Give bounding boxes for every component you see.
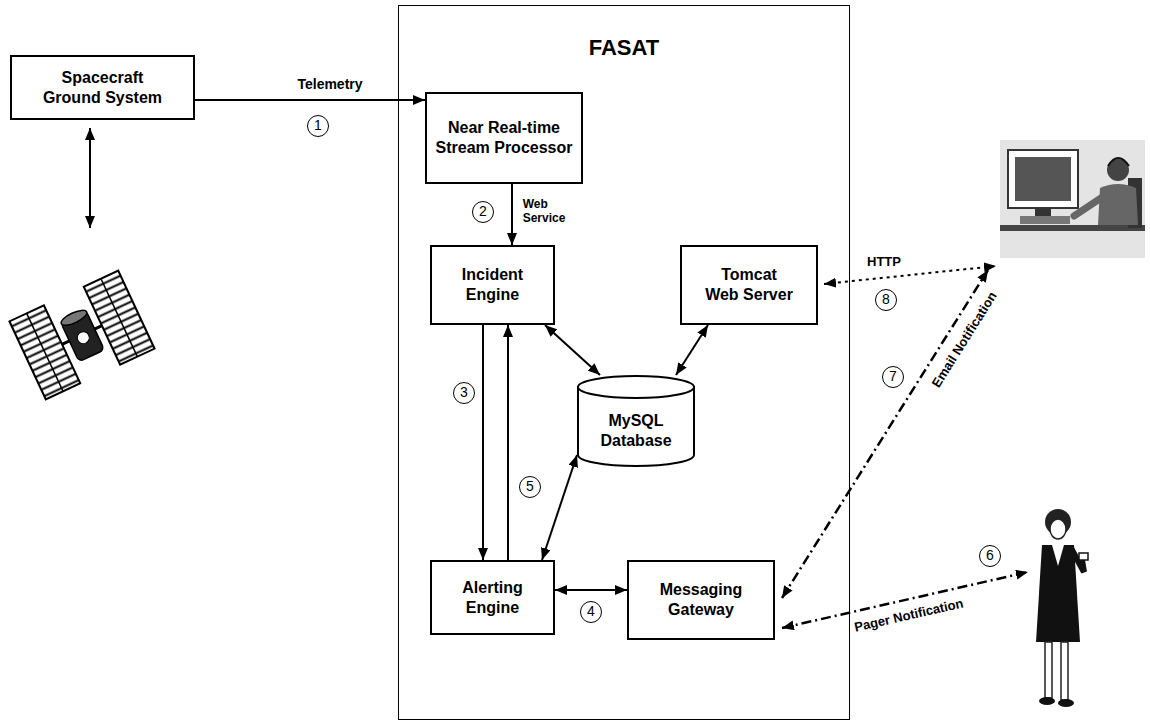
system-boundary: FASAT Near Real-time Stream ProcessorInci… — [398, 5, 850, 720]
monitor-screen — [1015, 157, 1071, 201]
panel-divider — [27, 313, 63, 391]
database-cylinder: MySQL Database — [577, 375, 695, 467]
person-shoe — [1058, 699, 1074, 707]
node-label: Tomcat Web Server — [704, 265, 794, 305]
connector-arrow — [507, 325, 509, 560]
node-label: Messaging Gateway — [642, 580, 760, 620]
satellite-illustration — [9, 271, 154, 400]
callout-number: 5 — [519, 476, 541, 498]
person-body — [1098, 184, 1138, 225]
person-leg — [1045, 642, 1052, 698]
email-link — [782, 270, 988, 598]
link-label: Pager Notification — [851, 596, 967, 636]
headset — [1108, 158, 1129, 166]
process-box: Incident Engine — [430, 245, 555, 325]
callout-number: 2 — [472, 201, 494, 223]
desk — [1000, 225, 1145, 231]
satellite-detail — [75, 330, 91, 346]
connector-arrow — [555, 589, 627, 591]
callout-number: 3 — [453, 382, 475, 404]
satellite-aperture — [59, 307, 89, 328]
computer-user-illustration — [1000, 140, 1145, 258]
person-head — [1107, 159, 1129, 181]
link-label: HTTP — [865, 255, 903, 270]
connector-arrow — [511, 184, 513, 245]
ground-system-box: Spacecraft Ground System — [10, 55, 195, 120]
connector-arrow — [195, 99, 425, 101]
cylinder-body — [578, 387, 694, 466]
connector-arrow — [545, 325, 600, 375]
cylinder-outline — [577, 375, 695, 467]
connector-label: Web Service — [521, 198, 568, 226]
connector-arrow — [482, 325, 484, 560]
callout-number: 7 — [882, 366, 904, 388]
connector-arrow — [542, 455, 577, 560]
process-box: Alerting Engine — [430, 560, 555, 635]
node-label: Incident Engine — [443, 265, 543, 305]
connector-label: Telemetry — [295, 76, 364, 92]
callout-number: 8 — [875, 289, 897, 311]
uplink-arrow — [89, 128, 91, 228]
gateway-box: Messaging Gateway — [627, 560, 775, 640]
http-link — [824, 266, 996, 284]
callout-number: 4 — [580, 601, 602, 623]
pager — [1079, 553, 1088, 560]
connector-group — [195, 100, 708, 590]
callout-number: 1 — [307, 115, 329, 137]
photo-ground — [1000, 140, 1145, 258]
node-label: Alerting Engine — [443, 578, 543, 618]
node-label: Near Real-time Stream Processor — [434, 118, 574, 158]
person-jacket — [1036, 545, 1080, 642]
node-label: Spacecraft Ground System — [35, 68, 170, 108]
monitor — [1008, 150, 1078, 208]
callout-number: 6 — [979, 545, 1001, 567]
person-collar — [1052, 545, 1064, 566]
person-face — [1050, 519, 1066, 539]
panel-divider — [101, 279, 137, 357]
person-shoe — [1039, 697, 1055, 705]
person-arm — [1074, 196, 1104, 216]
process-box: Near Real-time Stream Processor — [425, 92, 583, 184]
person-leg — [1061, 642, 1068, 700]
pager-link — [782, 572, 1028, 628]
monitor-stand — [1035, 208, 1051, 217]
boundary-title: FASAT — [589, 34, 659, 62]
link-label: Email Notification — [928, 288, 1001, 392]
connector-arrow — [676, 325, 708, 375]
keyboard — [1020, 216, 1070, 224]
node-label: MySQL Database — [591, 411, 681, 451]
server-box: Tomcat Web Server — [680, 245, 818, 325]
cylinder-top — [578, 376, 694, 398]
pager-user-illustration — [1036, 509, 1088, 707]
